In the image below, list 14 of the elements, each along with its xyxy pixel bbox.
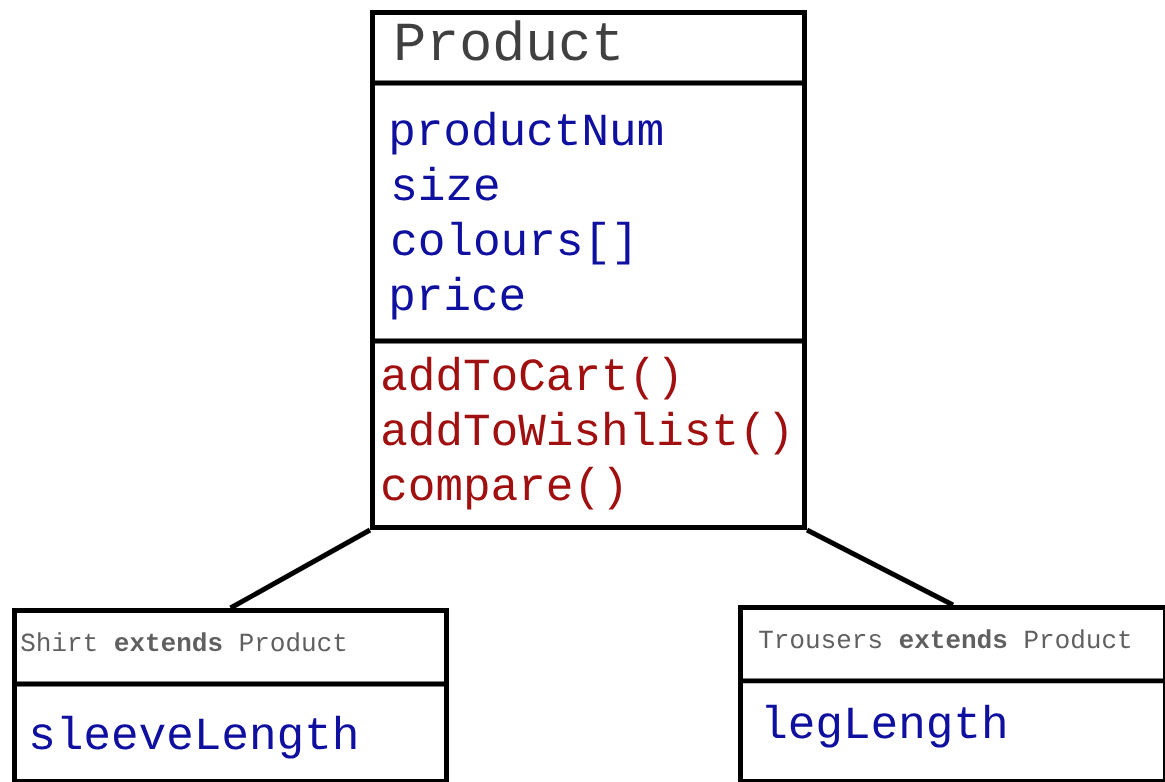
class-header: Trousers extends Product [759,629,1130,649]
attribute-text: price [392,276,524,320]
class-name: Product [397,20,619,61]
class-header: Shirt extends Product [21,632,346,652]
method-text: compare() [383,466,621,510]
attribute-text: sleeveLength [31,715,356,759]
connector-line [229,527,372,611]
method-text: addToCart() [383,356,677,400]
attribute-text: legLength [766,704,1005,748]
attribute-text: productNum [392,111,662,155]
attribute-text: colours[] [393,221,630,265]
method-text: addToWishlist() [383,411,787,455]
connector-line [805,527,955,608]
attribute-text: size [393,166,498,201]
